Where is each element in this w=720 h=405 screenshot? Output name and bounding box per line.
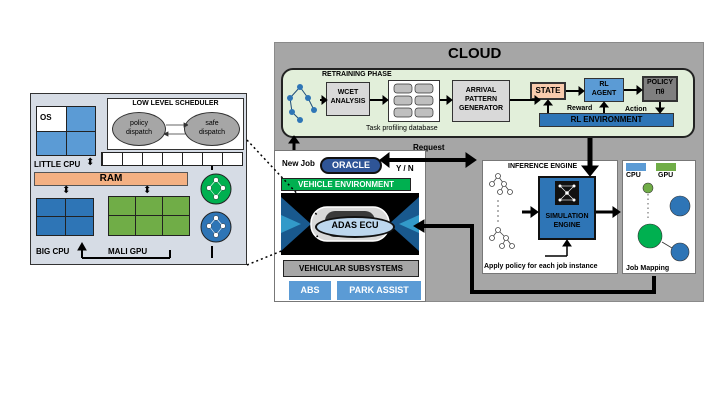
adas-ecu-label: ADAS ECU: [331, 220, 379, 230]
abs-label: ABS: [300, 285, 320, 295]
safe-dispatch-label: safe dispatch: [198, 120, 226, 136]
oracle-pill: [320, 157, 382, 174]
neural-network-icon: [555, 181, 579, 205]
database-cylinders-icon: [393, 83, 434, 118]
big-cpu-arrow-icon: ⬍: [62, 185, 71, 196]
request-label: Request: [413, 143, 445, 152]
reward-label: Reward: [567, 105, 593, 112]
policy-box: [642, 76, 678, 102]
job-queue: [101, 152, 243, 166]
apply-policy-label: Apply policy for each job instance: [484, 263, 598, 270]
task-graph-icon: [287, 84, 317, 123]
state-label: STATE: [535, 86, 561, 95]
task-profiling-database-label: Task profiling database: [366, 125, 438, 132]
safe-dispatch-ellipse: [184, 112, 240, 146]
adas-ecu-ellipse[interactable]: [315, 216, 395, 238]
big-cpu-label: BIG CPU: [36, 247, 70, 256]
ram-label: RAM: [99, 173, 123, 184]
wcet-analysis-box: [326, 82, 370, 116]
little-cpu-arrow-icon: ⬍: [86, 157, 95, 168]
park-assist-box: [337, 281, 421, 300]
vehicle-environment-bar: [281, 178, 411, 191]
vehicular-subsystems-label: VEHICULAR SUBSYSTEMS: [298, 264, 403, 273]
little-cpu-cell-divider-h: [37, 131, 95, 132]
cpu-legend-label: CPU: [626, 172, 641, 179]
policy-label: POLICY Πθ: [646, 79, 674, 96]
rl-agent-box: [584, 78, 624, 102]
job-graph-icon: [489, 173, 515, 249]
new-job-label: New Job: [282, 159, 315, 168]
rl-agent-label: RL AGENT: [591, 81, 617, 97]
big-cpu-grid: [36, 198, 94, 236]
yn-label: Y / N: [396, 164, 414, 173]
policy-dispatch-ellipse: [112, 112, 166, 146]
os-cell: [37, 107, 66, 131]
policy-dispatch-label: policy dispatch: [125, 120, 153, 136]
oracle-label: ORACLE: [332, 160, 370, 170]
park-assist-label: PARK ASSIST: [349, 285, 409, 295]
arrival-pattern-generator-box: [452, 80, 510, 122]
rl-environment-label: RL ENVIRONMENT: [570, 115, 643, 124]
vehicular-subsystems-bar: [283, 260, 419, 277]
os-label: OS: [40, 113, 52, 122]
arrival-pattern-generator-label: ARRIVAL PATTERN GENERATOR: [458, 87, 504, 112]
scheduler-title: LOW LEVEL SCHEDULER: [132, 100, 219, 107]
vehicle-environment-label: VEHICLE ENVIRONMENT: [297, 180, 394, 189]
mali-gpu-grid: [108, 196, 190, 236]
little-cpu-label: LITTLE CPU: [34, 160, 81, 169]
abs-box: [289, 281, 331, 300]
gpu-legend-label: GPU: [658, 172, 674, 179]
wcet-analysis-label: WCET ANALYSIS: [330, 89, 366, 105]
ram-bar: [34, 172, 188, 186]
state-box: [530, 82, 566, 100]
action-label: Action: [625, 106, 647, 113]
mali-gpu-label: MALI GPU: [108, 247, 148, 256]
mali-gpu-arrow-icon: ⬍: [143, 185, 152, 196]
retraining-title: RETRAINING PHASE: [322, 71, 392, 78]
task-graph-circles-icon: [200, 173, 232, 243]
rl-environment-box: [539, 113, 674, 127]
cloud-title: CLOUD: [448, 45, 502, 62]
inference-title: INFERENCE ENGINE: [508, 163, 578, 170]
gpu-legend-swatch: [656, 163, 676, 171]
cpu-legend-swatch: [626, 163, 646, 171]
dispatch-arrows: [164, 122, 188, 137]
job-mapping-graph-icon: [637, 182, 691, 262]
simulation-engine-label: SIMULATION ENGINE: [545, 213, 589, 229]
job-mapping-label: Job Mapping: [626, 265, 670, 272]
